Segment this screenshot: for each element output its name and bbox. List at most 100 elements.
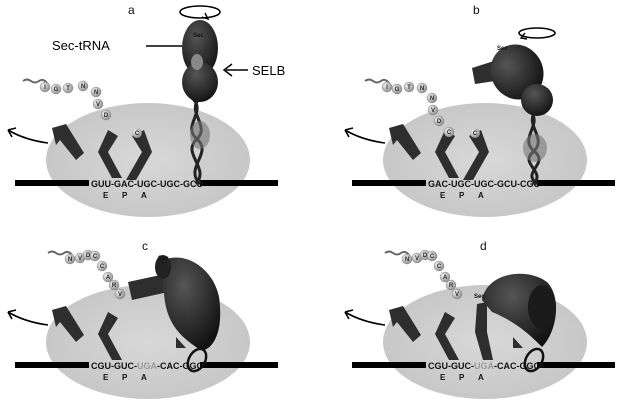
svg-text:N: N: [81, 84, 85, 90]
amino-acid-bead: V: [114, 288, 126, 300]
svg-text:V: V: [78, 256, 82, 262]
codon-sequence: GUU-GAC-UGC-UGC-GCU: [91, 179, 203, 189]
amino-acid-bead: V: [411, 252, 423, 264]
svg-text:V: V: [415, 256, 419, 262]
svg-text:G: G: [54, 87, 59, 93]
a-site-trna: [126, 130, 152, 180]
site-label-a: A: [478, 191, 484, 200]
sec-trna-label: Sec-tRNA: [52, 38, 110, 53]
site-label-p: P: [459, 373, 465, 382]
svg-text:D: D: [86, 253, 91, 259]
panel-label: d: [480, 239, 487, 253]
site-label-e: E: [103, 191, 109, 200]
e-site-trna: [389, 306, 421, 342]
amino-acid-bead: N: [416, 82, 428, 94]
site-label-e: E: [103, 373, 109, 382]
svg-text:R: R: [449, 283, 454, 289]
amino-acid-bead: N: [90, 86, 102, 98]
svg-text:T: T: [66, 86, 70, 92]
amino-acid-bead: D: [433, 115, 445, 127]
svg-text:C: C: [473, 131, 478, 137]
secis-hairpin: [523, 347, 545, 373]
amino-acid-bead: D: [100, 109, 112, 121]
amino-acid-bead: C: [426, 250, 438, 262]
mrna-left: [15, 362, 89, 368]
p-site-trna: [435, 312, 459, 360]
amino-acid-bead: T: [62, 82, 74, 94]
amino-acid-bead: N: [77, 80, 89, 92]
codon-segment: GAC-UGC-UGC-GCU-CGU: [428, 179, 540, 189]
svg-text:G: G: [395, 87, 400, 93]
amino-acid-bead: C: [433, 260, 445, 272]
panel-label: c: [142, 239, 148, 253]
svg-text:D: D: [437, 119, 442, 125]
ribosome: [46, 103, 250, 217]
p-site-trna: [435, 130, 459, 178]
peptide-tail: [22, 78, 48, 84]
amino-acid-bead: A: [102, 271, 114, 283]
selb-label: SELB: [252, 63, 285, 78]
panel-label: a: [128, 3, 135, 17]
codon-segment: GUU-GAC-UGC-UGC-GCU: [91, 179, 203, 189]
exit-arrow-icon: [7, 127, 49, 144]
svg-text:N: N: [420, 86, 424, 92]
svg-text:I: I: [44, 85, 46, 91]
svg-text:C: C: [437, 264, 442, 270]
peptide-tail: [47, 250, 73, 256]
svg-text:I: I: [386, 85, 388, 91]
amino-acid-bead: I: [381, 81, 393, 93]
sec-label: Sec: [474, 294, 485, 300]
sec-label: Sec: [158, 256, 169, 262]
amino-acid-bead: R: [445, 279, 457, 291]
selb: [182, 62, 218, 102]
amino-acid-bead: N: [64, 253, 76, 265]
svg-text:V: V: [96, 102, 100, 108]
svg-text:V: V: [455, 292, 459, 298]
svg-text:N: N: [430, 96, 434, 102]
codon-sequence: GAC-UGC-UGC-GCU-CGU: [428, 179, 540, 189]
a-site-bead: C: [470, 128, 480, 138]
site-label-a: A: [141, 191, 147, 200]
sec-label: Sec: [497, 46, 508, 52]
mrna-left: [352, 362, 426, 368]
svg-text:D: D: [104, 113, 109, 119]
svg-text:C: C: [100, 264, 105, 270]
amino-acid-bead: G: [50, 83, 62, 95]
codon-segment: CGU-GUC-: [428, 361, 474, 371]
e-site-trna: [52, 124, 84, 160]
mrna-left: [15, 180, 89, 186]
site-label-e: E: [440, 191, 446, 200]
site-label-p: P: [122, 373, 128, 382]
panel-label: b: [473, 3, 480, 17]
selb-arrow-icon: [222, 63, 248, 77]
mrna-right: [537, 180, 615, 186]
mrna-left: [352, 180, 426, 186]
codon-segment: -CAC-GGC: [157, 361, 203, 371]
svg-text:N: N: [94, 90, 98, 96]
stop-codon: UGA: [137, 361, 158, 371]
sec-trna: [475, 302, 493, 360]
p-site-trna: [98, 130, 122, 178]
stop-codon: UGA: [474, 361, 495, 371]
codon-sequence: CGU-GUC-UGA-CAC-GGC: [91, 361, 203, 371]
amino-acid-bead: T: [403, 81, 415, 93]
codon-segment: -CAC-GGC: [494, 361, 540, 371]
amino-acid-bead: A: [439, 271, 451, 283]
peptide-tail: [364, 78, 390, 84]
e-site-trna: [52, 306, 84, 342]
svg-text:C: C: [135, 131, 140, 137]
svg-text:D: D: [423, 253, 428, 259]
rotation-arrow-icon: [179, 5, 221, 21]
svg-text:T: T: [407, 85, 411, 91]
annotations: Sec-tRNA SELB: [52, 38, 285, 78]
a-site-trna: [463, 130, 489, 180]
mrna-right: [200, 180, 278, 186]
site-label-a: A: [141, 373, 147, 382]
svg-text:A: A: [106, 275, 111, 281]
